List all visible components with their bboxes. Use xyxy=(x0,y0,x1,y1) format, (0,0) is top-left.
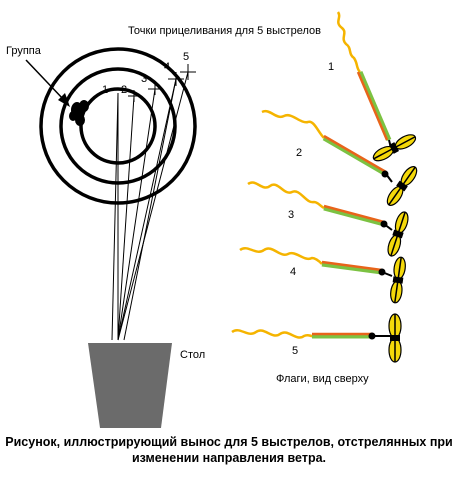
table-label: Стол xyxy=(180,349,205,361)
wind-flag xyxy=(247,181,409,257)
wind-flag xyxy=(231,313,402,363)
flag-number: 1 xyxy=(328,61,334,73)
aim-point-label: 4 xyxy=(164,61,170,73)
wind-flag xyxy=(336,11,417,162)
aim-point-label: 2 xyxy=(121,84,127,96)
aim-point-label: 5 xyxy=(183,51,189,63)
caption-line-2: изменении направления ветра. xyxy=(131,451,327,465)
sight-lines xyxy=(111,71,189,341)
wind-flag xyxy=(239,247,406,304)
flag-number: 4 xyxy=(290,266,296,278)
group-arrow-icon xyxy=(25,59,70,107)
aim-point-marks xyxy=(128,64,196,102)
diagram-title: Точки прицеливания для 5 выстрелов xyxy=(128,25,321,37)
flag-number: 3 xyxy=(288,209,294,221)
flag-number: 2 xyxy=(296,147,302,159)
figure-caption: Рисунок, иллюстрирующий вынос для 5 выст… xyxy=(0,434,458,466)
table-shape xyxy=(88,343,172,428)
aim-point-label: 1 xyxy=(102,84,108,96)
wind-flag xyxy=(261,109,418,206)
flags-label: Флаги, вид сверху xyxy=(276,373,369,385)
group-label: Группа xyxy=(6,45,42,57)
shot-group xyxy=(69,100,89,126)
flag-number: 5 xyxy=(292,345,298,357)
aim-point-label: 3 xyxy=(141,73,147,85)
caption-line-1: Рисунок, иллюстрирующий вынос для 5 выст… xyxy=(5,435,453,449)
